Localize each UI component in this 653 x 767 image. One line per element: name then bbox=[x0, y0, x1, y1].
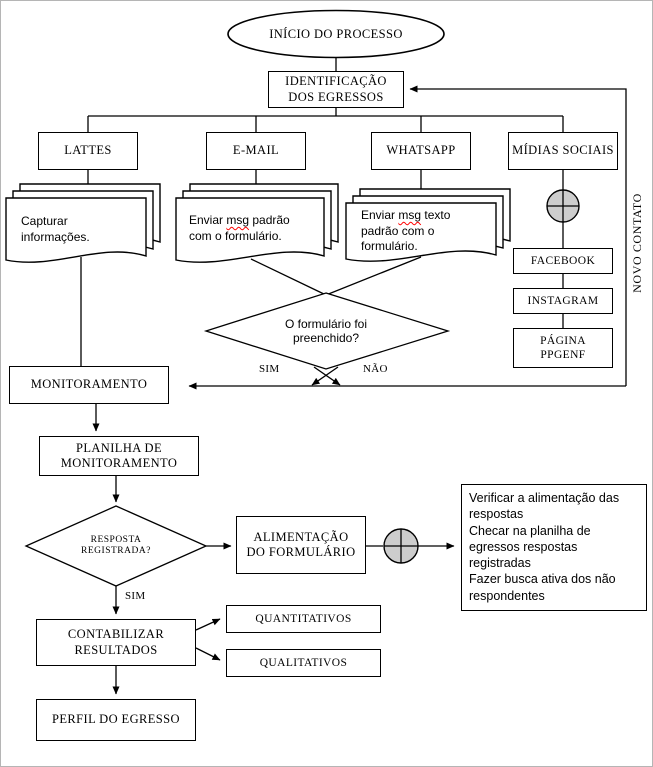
qualitativos-box: QUALITATIVOS bbox=[226, 649, 381, 677]
novo-contato-text: NOVO CONTATO bbox=[630, 193, 644, 293]
lattes-doc-text-content: Capturar informações. bbox=[21, 214, 90, 244]
decision-resposta-line2: REGISTRADA? bbox=[81, 546, 151, 556]
start-label-text: INÍCIO DO PROCESSO bbox=[269, 27, 403, 41]
document-shape bbox=[175, 197, 325, 263]
planilha-line1: PLANILHA DE bbox=[75, 440, 162, 455]
start-node-label: INÍCIO DO PROCESSO bbox=[228, 11, 444, 58]
whatsapp-box: WHATSAPP bbox=[371, 132, 471, 170]
contabilizar-line2: RESULTADOS bbox=[74, 642, 158, 657]
document-shape bbox=[345, 202, 497, 262]
perfil-egresso-box: PERFIL DO EGRESSO bbox=[36, 699, 196, 741]
instagram-box: INSTAGRAM bbox=[513, 288, 613, 314]
midias-sociais-label: MÍDIAS SOCIAIS bbox=[512, 143, 614, 158]
email-doc-text-after: padrão com o formulário. bbox=[189, 213, 290, 243]
edge-decision-sim-branch bbox=[311, 366, 339, 386]
decision-form-line2: preenchido? bbox=[292, 331, 360, 345]
decision-form-label: O formulário foi preenchido? bbox=[256, 316, 396, 346]
sim-label-2: SIM bbox=[125, 590, 146, 602]
note-item-1: Verificar a alimentação das respostas bbox=[469, 491, 620, 522]
nao-label: NÃO bbox=[363, 363, 388, 375]
planilha-box: PLANILHA DE MONITORAMENTO bbox=[39, 436, 199, 476]
whatsapp-doc-misspelled-word: msg bbox=[398, 208, 422, 222]
decision-form-diamond bbox=[203, 292, 451, 370]
pagina-line2: PPGENF bbox=[540, 349, 586, 361]
notes-box: Verificar a alimentação das respostas Ch… bbox=[461, 484, 647, 611]
decision-form-line1: O formulário foi bbox=[284, 316, 368, 331]
edge-decision-nao-branch bbox=[313, 366, 341, 386]
start-ellipse bbox=[227, 9, 445, 59]
decision-resposta-diamond bbox=[24, 505, 208, 587]
qualitativos-label: QUALITATIVOS bbox=[259, 656, 348, 669]
lattes-label: LATTES bbox=[64, 143, 112, 158]
identificacao-line1: IDENTIFICAÇÃO bbox=[285, 74, 387, 89]
junction-midias-icon bbox=[546, 189, 580, 223]
decision-resposta-label: RESPOSTA REGISTRADA? bbox=[56, 532, 176, 560]
decision-resposta-line1: RESPOSTA bbox=[90, 534, 142, 545]
instagram-label: INSTAGRAM bbox=[527, 294, 599, 307]
note-item-3: Fazer busca ativa dos não respondentes bbox=[469, 572, 616, 603]
edge-whatsappdoc-decision bbox=[325, 256, 422, 296]
facebook-box: FACEBOOK bbox=[513, 248, 613, 274]
whatsapp-doc-text-after: texto padrão com o formulário. bbox=[361, 208, 451, 254]
planilha-line2: MONITORAMENTO bbox=[60, 456, 178, 470]
whatsapp-label: WHATSAPP bbox=[386, 143, 456, 158]
identificacao-line2: DOS EGRESSOS bbox=[288, 89, 384, 104]
alimentacao-box: ALIMENTAÇÃO DO FORMULÁRIO bbox=[236, 516, 366, 574]
edge-contabilizar-qualitativos bbox=[195, 647, 221, 661]
alimentacao-line1: ALIMENTAÇÃO bbox=[253, 529, 349, 544]
facebook-label: FACEBOOK bbox=[530, 254, 596, 267]
junction-alimentacao-icon bbox=[383, 528, 419, 564]
edge-contabilizar-quantitativos bbox=[195, 618, 221, 631]
pagina-line1: PÁGINA bbox=[540, 334, 586, 347]
alimentacao-line2: DO FORMULÁRIO bbox=[246, 545, 356, 559]
edge-emaildoc-decision bbox=[250, 258, 327, 296]
decision-form-no-label: NÃO bbox=[363, 363, 388, 375]
whatsapp-doc-text: Enviar msg texto padrão com o formulário… bbox=[361, 208, 466, 255]
email-doc-text: Enviar msg padrão com o formulário. bbox=[189, 213, 309, 244]
contabilizar-line1: CONTABILIZAR bbox=[67, 627, 165, 642]
lattes-doc-text: Capturar informações. bbox=[21, 214, 131, 245]
pagina-ppgenf-box: PÁGINA PPGENF bbox=[513, 328, 613, 368]
whatsapp-doc-stack bbox=[345, 188, 511, 262]
document-shape bbox=[5, 197, 147, 263]
note-item-2: Checar na planilha de egressos respostas… bbox=[469, 523, 591, 571]
email-doc-stack bbox=[175, 183, 339, 263]
identificacao-box: IDENTIFICAÇÃO DOS EGRESSOS bbox=[268, 71, 404, 108]
lattes-box: LATTES bbox=[38, 132, 138, 170]
email-doc-misspelled-word: msg bbox=[226, 213, 250, 227]
decision-resposta-yes-label: SIM bbox=[125, 590, 145, 602]
email-box: E-MAIL bbox=[206, 132, 306, 170]
decision-form-yes-label: SIM bbox=[259, 363, 279, 375]
email-doc-text-before: Enviar bbox=[189, 213, 227, 227]
sim-label-1: SIM bbox=[259, 363, 280, 375]
email-label: E-MAIL bbox=[232, 143, 280, 158]
perfil-egresso-label: PERFIL DO EGRESSO bbox=[52, 712, 180, 727]
quantitativos-label: QUANTITATIVOS bbox=[255, 612, 352, 625]
midias-sociais-box: MÍDIAS SOCIAIS bbox=[508, 132, 618, 170]
monitoramento-box: MONITORAMENTO bbox=[9, 366, 169, 404]
whatsapp-doc-text-before: Enviar bbox=[361, 208, 399, 222]
edge-novo-contato-loop bbox=[409, 85, 627, 386]
lattes-doc-stack bbox=[5, 183, 161, 263]
quantitativos-box: QUANTITATIVOS bbox=[226, 605, 381, 633]
novo-contato-label: NOVO CONTATO bbox=[630, 178, 646, 308]
connector-lines bbox=[80, 58, 627, 695]
contabilizar-box: CONTABILIZAR RESULTADOS bbox=[36, 619, 196, 666]
monitoramento-label: MONITORAMENTO bbox=[30, 377, 148, 392]
